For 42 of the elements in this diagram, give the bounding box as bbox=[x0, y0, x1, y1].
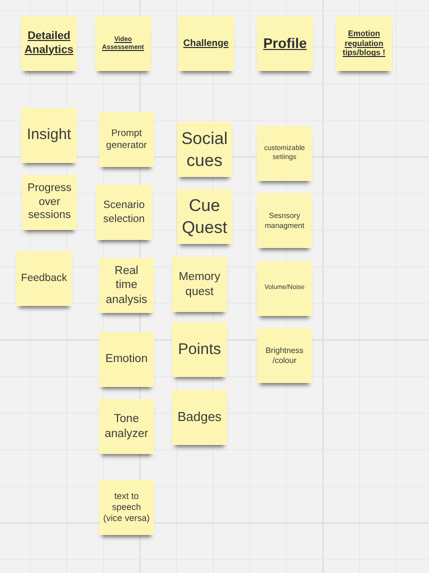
sticky-note bbox=[257, 126, 312, 181]
sticky-note bbox=[99, 258, 154, 313]
note-text: Feedback bbox=[20, 272, 68, 286]
sticky-note bbox=[99, 399, 154, 454]
sticky-note bbox=[172, 322, 227, 377]
sticky-note bbox=[99, 112, 154, 167]
note-heading: Emotion regulation tips/blogs ! bbox=[342, 29, 386, 58]
sticky-note bbox=[177, 189, 232, 244]
sticky-note bbox=[257, 193, 312, 248]
sticky-note bbox=[99, 480, 154, 535]
note-text: Emotion bbox=[105, 352, 148, 367]
note-heading: Profile bbox=[263, 35, 307, 52]
sticky-note bbox=[172, 390, 227, 445]
sticky-note bbox=[257, 16, 313, 71]
note-text: Real time analysis bbox=[104, 264, 148, 308]
note-text: text to speech (vice versa) bbox=[102, 490, 150, 524]
note-text: Brightness /colour bbox=[264, 346, 304, 366]
sticky-note bbox=[16, 251, 72, 306]
note-text: Insight bbox=[26, 126, 72, 145]
sticky-note bbox=[257, 328, 312, 383]
note-text: Cue Quest bbox=[180, 195, 228, 238]
note-text: Social cues bbox=[180, 128, 229, 171]
sticky-note bbox=[336, 16, 392, 71]
note-text: Progress over sessions bbox=[26, 182, 73, 224]
note-text: Memory quest bbox=[178, 270, 222, 299]
sticky-note bbox=[257, 261, 312, 316]
sticky-note bbox=[95, 16, 151, 71]
note-text: Points bbox=[178, 340, 222, 360]
note-text: Badges bbox=[177, 409, 222, 426]
note-text: Tone analyzer bbox=[104, 412, 150, 441]
sticky-note bbox=[99, 332, 154, 387]
note-heading: Challenge bbox=[183, 38, 229, 50]
sticky-note bbox=[178, 16, 234, 71]
sticky-note bbox=[22, 175, 77, 230]
sticky-note bbox=[21, 16, 77, 71]
sticky-note bbox=[172, 257, 227, 312]
note-heading: Detailed Analytics bbox=[24, 30, 74, 57]
note-text: Prompt generator bbox=[105, 128, 148, 152]
sticky-note bbox=[96, 185, 152, 240]
sticky-note bbox=[177, 122, 232, 177]
sticky-note bbox=[21, 108, 77, 163]
note-text: Scenario selection bbox=[102, 199, 146, 226]
